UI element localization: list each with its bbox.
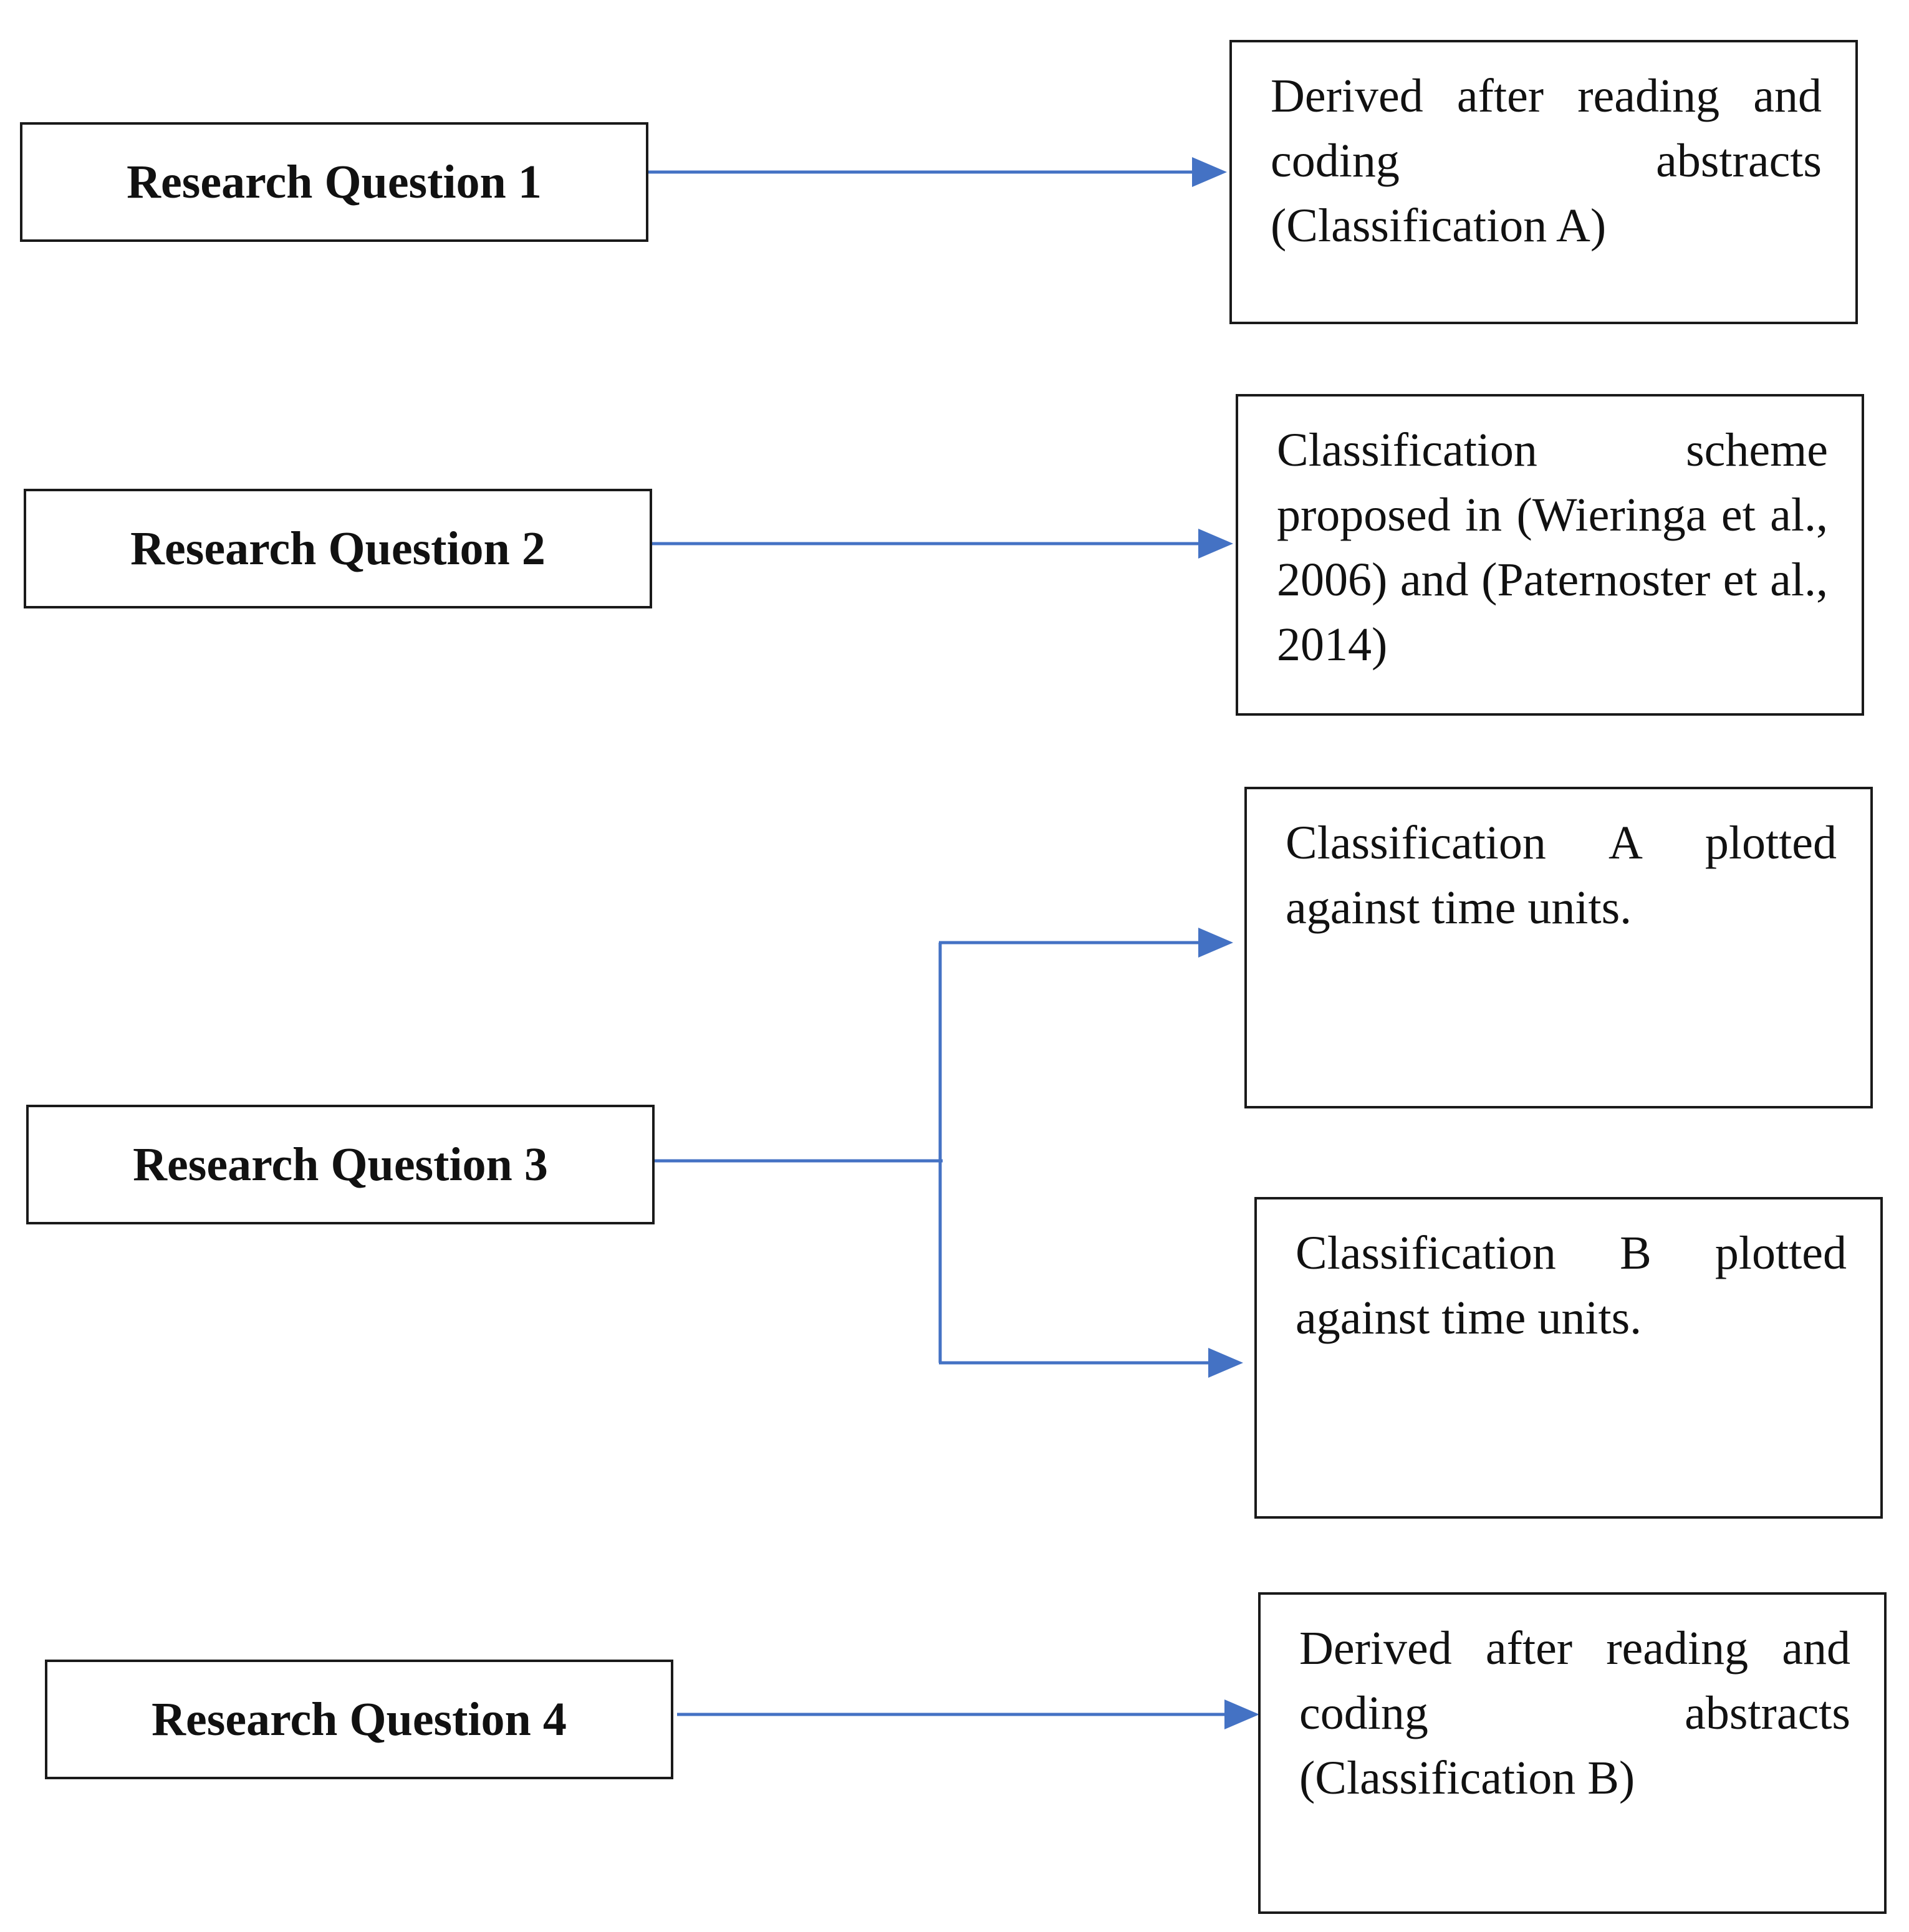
research-question-3-box: Research Question 3 bbox=[26, 1105, 655, 1224]
outcome-box-3: Classification A plotted against time un… bbox=[1244, 787, 1873, 1108]
arrowhead-rq4 bbox=[1224, 1699, 1259, 1729]
research-question-4-label: Research Question 4 bbox=[151, 1693, 567, 1746]
research-question-1-label: Research Question 1 bbox=[127, 155, 542, 208]
outcome-5-text: Derived after reading and coding abstrac… bbox=[1299, 1622, 1850, 1804]
outcome-4-text: Classification B plotted against time un… bbox=[1296, 1227, 1847, 1344]
arrowhead-rq2 bbox=[1198, 529, 1233, 559]
research-question-2-label: Research Question 2 bbox=[130, 522, 546, 575]
research-question-4-box: Research Question 4 bbox=[45, 1660, 673, 1779]
outcome-1-text: Derived after reading and coding abstrac… bbox=[1271, 70, 1822, 252]
outcome-box-5: Derived after reading and coding abstrac… bbox=[1258, 1592, 1887, 1914]
research-question-2-box: Research Question 2 bbox=[24, 489, 652, 608]
outcome-2-text: Classification scheme proposed in (Wieri… bbox=[1277, 424, 1828, 671]
arrowhead-rq1 bbox=[1192, 157, 1227, 187]
outcome-3-text: Classification A plotted against time un… bbox=[1286, 817, 1837, 934]
outcome-box-2: Classification scheme proposed in (Wieri… bbox=[1236, 394, 1864, 716]
research-question-3-label: Research Question 3 bbox=[133, 1138, 548, 1191]
outcome-box-1: Derived after reading and coding abstrac… bbox=[1229, 40, 1858, 324]
outcome-box-4: Classification B plotted against time un… bbox=[1254, 1197, 1883, 1519]
research-question-1-box: Research Question 1 bbox=[20, 122, 648, 242]
arrowhead-rq3-upper bbox=[1198, 928, 1233, 958]
arrowhead-rq3-lower bbox=[1208, 1348, 1243, 1378]
